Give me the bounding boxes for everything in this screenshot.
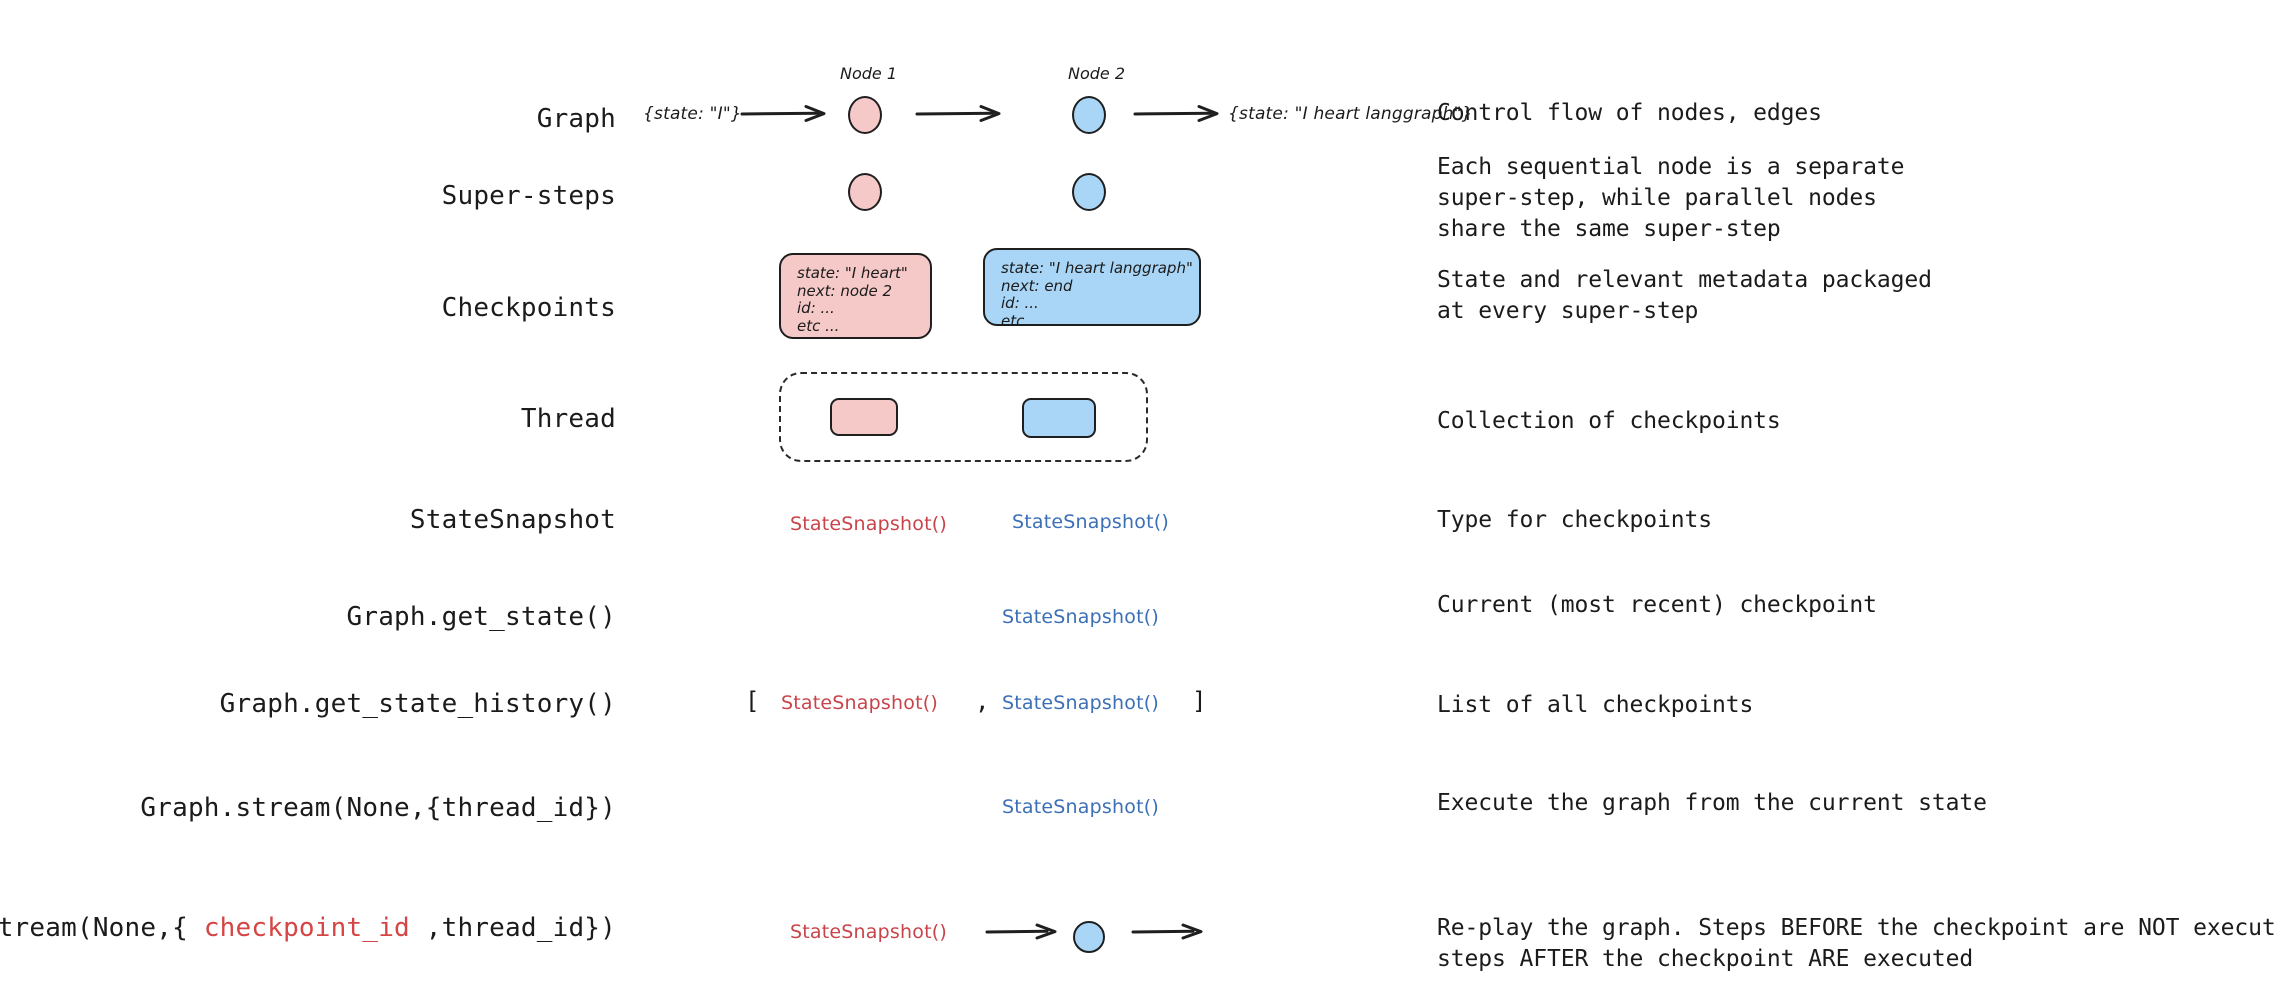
row-label-get-state-history: Graph.get_state_history() (219, 689, 616, 719)
statesnapshot-token-red-3: StateSnapshot() (790, 921, 947, 943)
thread-checkpoint-2 (1022, 398, 1096, 438)
row-label-checkpoints: Checkpoints (441, 293, 616, 323)
checkpoint-card-node2-line-4: etc ... (1001, 311, 1044, 330)
row-desc-graph: Control flow of nodes, edges (1437, 100, 1822, 126)
statesnapshot-token-red-1: StateSnapshot() (790, 513, 947, 535)
replay-node-circle (1073, 921, 1105, 953)
bracket-close: ] (1192, 687, 1207, 715)
arrow-icon-4 (985, 922, 1065, 946)
row-label-statesnapshot: StateSnapshot (409, 505, 616, 535)
checkpoint-card-node1-line-3: id: ... (797, 299, 835, 317)
super-step-circle-1 (848, 173, 882, 211)
row-label-get-state: Graph.get_state() (346, 602, 616, 632)
node-1-label: Node 1 (840, 64, 898, 83)
arrow-icon-1 (740, 104, 832, 128)
statesnapshot-token-blue-4: StateSnapshot() (1002, 796, 1159, 818)
arrow-icon-5 (1131, 922, 1211, 946)
row-desc-stream-checkpoint: Re-play the graph. Steps BEFORE the chec… (1437, 915, 2276, 972)
row-desc-get-state-history: List of all checkpoints (1437, 692, 1754, 718)
stream-checkpoint-prefix: Graph.stream(None,{ (0, 913, 188, 943)
bracket-comma: , (975, 687, 990, 715)
row-desc-checkpoints: State and relevant metadata packaged at … (1437, 267, 1932, 324)
node-2-label: Node 2 (1068, 64, 1126, 83)
node-1-circle (848, 96, 882, 134)
statesnapshot-token-red-2: StateSnapshot() (781, 692, 938, 714)
statesnapshot-token-blue-3: StateSnapshot() (1002, 692, 1159, 714)
super-step-circle-2 (1072, 173, 1106, 211)
checkpoint-card-node2-line-1: state: "I heart langgraph" (1001, 259, 1193, 277)
thread-checkpoint-1 (830, 398, 898, 436)
statesnapshot-token-blue-2: StateSnapshot() (1002, 606, 1159, 628)
statesnapshot-token-blue-1: StateSnapshot() (1012, 511, 1169, 533)
row-desc-stream-thread: Execute the graph from the current state (1437, 790, 1987, 816)
checkpoint-card-node1-line-1: state: "I heart" (797, 264, 908, 282)
state-token-final: {state: "I heart langgraph"} (1228, 104, 1473, 124)
arrow-icon-3 (1133, 104, 1225, 128)
row-label-graph: Graph (536, 104, 616, 134)
row-label-thread: Thread (520, 404, 616, 434)
checkpoint-card-node2-line-3: id: ... (1001, 294, 1039, 312)
state-token-initial: {state: "I"} (643, 104, 742, 124)
thread-container (779, 372, 1148, 462)
checkpoint-card-node1-line-4: etc ... (797, 316, 840, 335)
row-label-stream-thread: Graph.stream(None,{thread_id}) (140, 793, 616, 823)
bracket-open: [ (745, 687, 760, 715)
checkpoint-card-node2: state: "I heart langgraph" next: end id:… (983, 248, 1201, 329)
node-2-circle (1072, 96, 1106, 134)
row-label-super-steps: Super-steps (441, 181, 616, 211)
checkpoint-card-node2-line-2: next: end (1001, 276, 1073, 295)
checkpoint-card-node1-line-2: next: node 2 (797, 281, 893, 300)
row-desc-get-state: Current (most recent) checkpoint (1437, 592, 1877, 618)
checkpoint-card-node1: state: "I heart" next: node 2 id: ... et… (779, 253, 932, 339)
arrow-icon-2 (915, 104, 1007, 128)
row-desc-super-steps: Each sequential node is a separate super… (1437, 154, 1905, 242)
row-desc-thread: Collection of checkpoints (1437, 408, 1781, 434)
row-desc-statesnapshot: Type for checkpoints (1437, 507, 1712, 533)
stream-checkpoint-suffix: ,thread_id}) (409, 913, 616, 943)
stream-checkpoint-keyword: checkpoint_id (203, 913, 410, 943)
row-label-stream-checkpoint: Graph.stream(None,{ checkpoint_id ,threa… (0, 913, 616, 943)
